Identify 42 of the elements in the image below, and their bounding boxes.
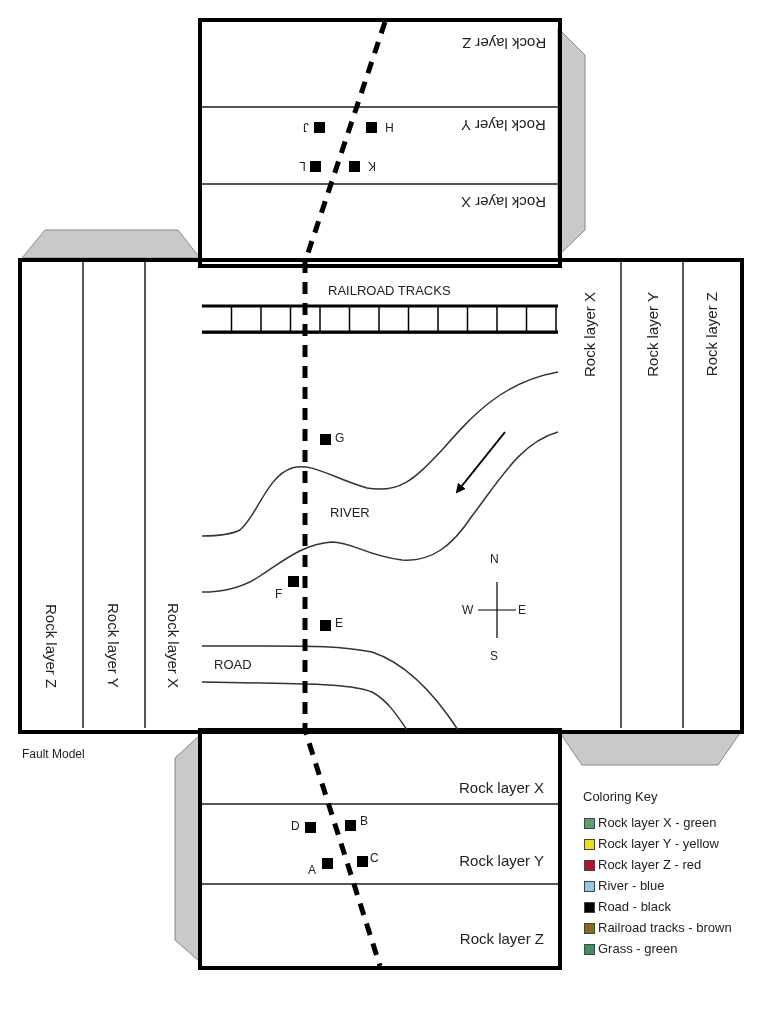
diagram-title: Fault Model — [22, 748, 85, 760]
point-label: G — [335, 432, 345, 444]
legend-text: River - blue — [598, 879, 665, 892]
layer-label: Rock layer X — [166, 602, 181, 688]
legend-text: Rock layer Z - red — [598, 858, 702, 871]
point-label: F — [275, 588, 283, 600]
glue-tab — [559, 732, 741, 766]
legend-text: Rock layer X - green — [598, 816, 717, 829]
layer-label: Rock layer Y — [106, 603, 121, 688]
point-label: A — [308, 864, 316, 876]
map-label: RIVER — [330, 506, 370, 519]
layer-label: Rock layer Z — [461, 36, 546, 51]
point-label: J — [303, 121, 309, 133]
legend-text: Railroad tracks - brown — [598, 921, 732, 934]
compass-letter: S — [490, 650, 498, 662]
layer-label: Rock layer Y — [461, 118, 546, 133]
legend-text: Grass - green — [598, 942, 678, 955]
layer-label: Rock layer X — [460, 195, 546, 210]
map-label: ROAD — [214, 658, 252, 671]
map-label: RAILROAD TRACKS — [328, 284, 451, 297]
point-label: C — [370, 852, 379, 864]
point-label: E — [335, 617, 343, 629]
layer-label: Rock layer Y — [459, 853, 544, 868]
legend-title: Coloring Key — [583, 790, 658, 803]
point-label: K — [368, 160, 376, 172]
layer-label: Rock layer Z — [704, 292, 719, 377]
glue-tab — [174, 734, 201, 963]
layer-label: Rock layer Z — [459, 931, 544, 946]
point-label: B — [360, 815, 368, 827]
point-label: L — [299, 160, 306, 172]
compass-letter: E — [518, 604, 526, 616]
layer-label: Rock layer X — [458, 780, 544, 795]
compass-letter: N — [490, 553, 499, 565]
legend-text: Rock layer Y - yellow — [598, 837, 719, 850]
layer-label: Rock layer Y — [645, 292, 660, 377]
layer-label: Rock layer Z — [44, 603, 59, 688]
legend-text: Road - black — [598, 900, 671, 913]
glue-tab — [21, 229, 201, 259]
point-label: H — [385, 121, 394, 133]
compass-letter: W — [462, 604, 474, 616]
layer-label: Rock layer X — [582, 292, 597, 378]
point-label: D — [291, 820, 300, 832]
